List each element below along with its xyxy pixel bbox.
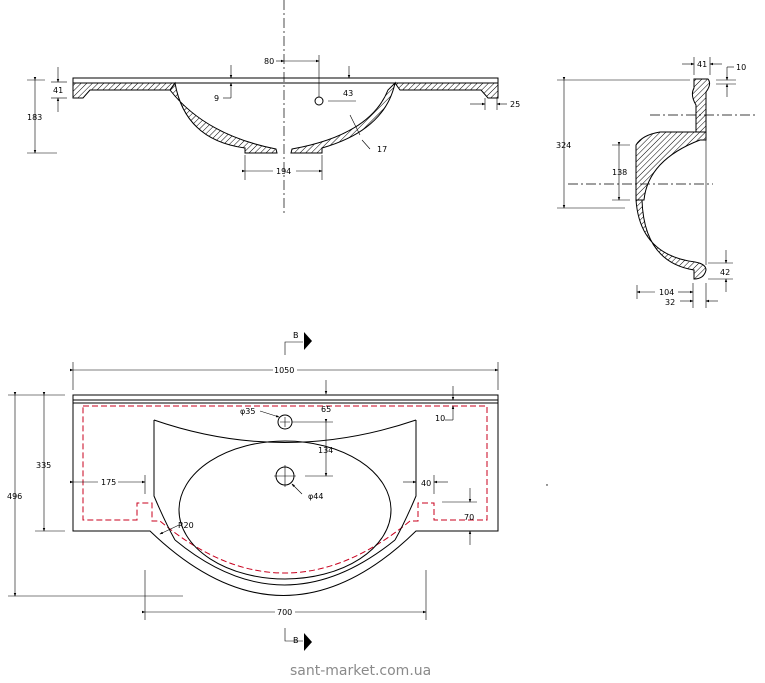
dim-324: 324: [556, 141, 571, 150]
dim-25: 25: [510, 100, 520, 109]
dim-175: 175: [101, 478, 116, 487]
side-back-wall: [691, 78, 711, 133]
dim-43: 43: [343, 89, 353, 98]
dim-65: 65: [321, 405, 331, 414]
dim-32: 32: [665, 298, 675, 307]
dim-40: 40: [421, 479, 431, 488]
side-section-view: 41 10 324 138 42 104 32: [556, 57, 757, 308]
dim-phi44: φ44: [308, 492, 323, 501]
dim-r20: R20: [178, 521, 194, 530]
bowl-left-wall: [169, 81, 278, 154]
plan-view: B B 1050 496 335 700 175 40 70 10 65 134…: [7, 331, 499, 651]
side-top-bowl: [635, 131, 707, 201]
dim-335: 335: [36, 461, 51, 470]
dim-104: 104: [659, 288, 674, 297]
dim-41: 41: [697, 60, 707, 69]
dim-70: 70: [464, 513, 474, 522]
front-section-view: 80 9 43 25 17 183 41 194: [27, 0, 520, 215]
section-marker-b-top: B: [293, 331, 299, 340]
bowl-back-curve: [153, 419, 417, 443]
section-marker-b-bottom: B: [293, 636, 299, 645]
dim-496: 496: [7, 492, 22, 501]
bowl-left-edge: [153, 420, 176, 541]
left-flange: [72, 82, 176, 99]
dim-41: 41: [53, 86, 63, 95]
watermark: sant-market.com.ua: [290, 663, 431, 679]
countertop-outline: [72, 394, 499, 596]
dashed-support-outline: [82, 405, 488, 574]
dim-134: 134: [318, 446, 333, 455]
dim-phi35: φ35: [240, 407, 255, 416]
dim-194: 194: [276, 167, 291, 176]
bowl-right-wall: [290, 81, 396, 154]
bowl-basin: [178, 440, 392, 580]
right-flange: [394, 82, 499, 99]
dim-17: 17: [377, 145, 387, 154]
dim-10: 10: [736, 63, 746, 72]
side-bowl-curve: [635, 199, 707, 280]
dim-9: 9: [214, 94, 219, 103]
dim-10: 10: [435, 414, 445, 423]
overflow-hole: [314, 96, 324, 106]
dim-42: 42: [720, 268, 730, 277]
bowl-right-edge: [394, 420, 417, 541]
dim-1050: 1050: [274, 366, 294, 375]
dim-700: 700: [277, 608, 292, 617]
dim-80: 80: [264, 57, 274, 66]
dim-183: 183: [27, 113, 42, 122]
top-plate: [72, 77, 499, 84]
dim-138: 138: [612, 168, 627, 177]
